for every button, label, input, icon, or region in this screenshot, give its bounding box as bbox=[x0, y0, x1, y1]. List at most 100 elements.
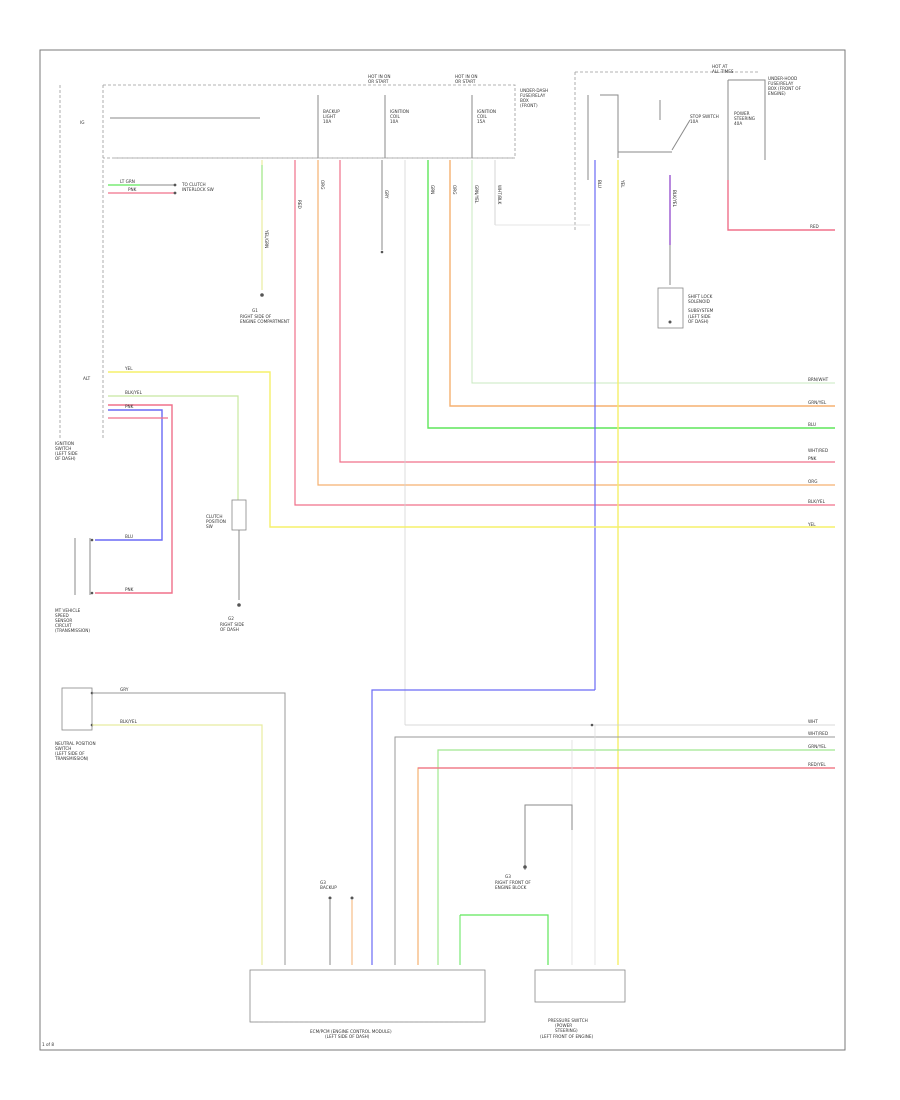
right-label-2: GRN/YEL bbox=[808, 400, 827, 405]
label-pnk-left: PNK bbox=[125, 404, 134, 409]
svg-text:SOLENOID: SOLENOID bbox=[688, 299, 710, 304]
wire-blue-left bbox=[95, 409, 163, 541]
svg-text:G1: G1 bbox=[252, 308, 258, 313]
label-yel-left: YEL bbox=[124, 366, 133, 371]
fuse-power-steering: POWER STEERING 40A bbox=[727, 80, 755, 180]
fuse-box-outline bbox=[103, 84, 516, 159]
wire-lightgreen-ecm bbox=[437, 749, 835, 965]
svg-text:INTERLOCK SW: INTERLOCK SW bbox=[182, 187, 214, 192]
svg-text:UNDER-DASH: UNDER-DASH bbox=[520, 88, 548, 93]
label-blu-left2: BLU bbox=[125, 534, 133, 539]
svg-text:ENGINE COMPARTMENT: ENGINE COMPARTMENT bbox=[240, 319, 290, 324]
relay-outline-right bbox=[728, 79, 766, 160]
svg-text:RIGHT SIDE: RIGHT SIDE bbox=[220, 622, 245, 627]
svg-text:G2: G2 bbox=[228, 616, 234, 621]
relay-box-name: UNDER-HOOD FUSE/RELAY BOX (FRONT OF ENGI… bbox=[768, 76, 802, 96]
svg-text:10A: 10A bbox=[390, 119, 398, 124]
svg-text:15A: 15A bbox=[477, 119, 485, 124]
top-hot-label-3b: ALL TIMES bbox=[712, 69, 734, 74]
right-label-8: WHT bbox=[808, 719, 818, 724]
svg-text:TRANSMISSION): TRANSMISSION) bbox=[54, 756, 89, 761]
right-label-3: BLU bbox=[808, 422, 816, 427]
wire-pink-2 bbox=[339, 160, 835, 463]
wire-orange-ecm bbox=[417, 767, 835, 965]
wire-pink-left bbox=[95, 404, 173, 594]
svg-text:40A: 40A bbox=[734, 121, 742, 126]
svg-text:STEERING: STEERING bbox=[734, 116, 755, 121]
svg-text:(LEFT SIDE OF: (LEFT SIDE OF bbox=[55, 751, 85, 756]
vehicle-speed-sensor-2: NEUTRAL POSITION SWITCH (LEFT SIDE OF TR… bbox=[54, 687, 96, 761]
right-label-4b: PNK bbox=[808, 456, 817, 461]
svg-text:SENSOR: SENSOR bbox=[55, 618, 72, 623]
vlabel-1: YEL/GRN bbox=[264, 229, 269, 248]
svg-text:ALT: ALT bbox=[83, 376, 91, 381]
label-pnk-left2: PNK bbox=[125, 587, 134, 592]
right-top-label: RED bbox=[810, 224, 819, 229]
svg-text:FUSE/RELAY: FUSE/RELAY bbox=[768, 81, 794, 86]
svg-text:G3: G3 bbox=[320, 880, 326, 885]
vlabel-6: ORG bbox=[452, 185, 457, 194]
svg-text:(LEFT FRONT OF ENGINE): (LEFT FRONT OF ENGINE) bbox=[540, 1034, 594, 1039]
wire-orange-2 bbox=[449, 160, 835, 407]
ground-g1-label: G1 RIGHT SIDE OF ENGINE COMPARTMENT bbox=[240, 308, 290, 324]
right-label-7: YEL bbox=[807, 522, 816, 527]
diagram-frame bbox=[39, 49, 846, 1051]
right-label-10: GRN/YEL bbox=[808, 744, 827, 749]
wire-pink-red bbox=[294, 160, 835, 506]
vlabel-7: GRN/YEL bbox=[474, 185, 479, 204]
top-hot-label-3: HOT AT bbox=[712, 64, 728, 69]
svg-text:LIGHT: LIGHT bbox=[323, 114, 336, 119]
svg-text:(TRANSMISSION): (TRANSMISSION) bbox=[55, 628, 90, 633]
page-number: 1 of 8 bbox=[42, 1042, 54, 1047]
vlabel-5: GRN bbox=[430, 185, 435, 194]
right-label-11: RED/YEL bbox=[808, 762, 826, 767]
top-hot-label-2: HOT IN ON bbox=[455, 74, 477, 79]
svg-text:(LEFT SIDE OF DASH): (LEFT SIDE OF DASH) bbox=[325, 1034, 370, 1039]
clutch-position-switch: CLUTCH POSITION SW G2 RIGHT SIDE OF DASH bbox=[206, 499, 247, 632]
svg-text:LT GRN: LT GRN bbox=[120, 179, 135, 184]
fuse-box-name: UNDER-DASH FUSE/RELAY BOX (FRONT) bbox=[520, 88, 548, 108]
wire-lightgreen-2 bbox=[108, 395, 239, 500]
wire-green-1 bbox=[427, 160, 835, 429]
svg-text:STOP SWITCH: STOP SWITCH bbox=[690, 114, 719, 119]
svg-text:ENGINE BLOCK: ENGINE BLOCK bbox=[495, 885, 527, 890]
right-label-1: BRN/WHT bbox=[808, 377, 829, 382]
svg-text:SW: SW bbox=[206, 524, 213, 529]
svg-text:PRESSURE SWITCH: PRESSURE SWITCH bbox=[548, 1018, 588, 1023]
wire-orange-1 bbox=[317, 160, 835, 486]
fuse-ignition-coil-1: IGNITION COIL 10A bbox=[384, 95, 409, 158]
fuse-ignition-coil-2: IGNITION COIL 15A bbox=[471, 95, 496, 158]
svg-text:10A: 10A bbox=[323, 119, 331, 124]
vlabel-3: ORG bbox=[320, 180, 325, 189]
wire-red-right-top bbox=[727, 180, 835, 231]
svg-text:MT VEHICLE: MT VEHICLE bbox=[55, 608, 81, 613]
svg-text:SWITCH: SWITCH bbox=[55, 446, 71, 451]
svg-text:(FRONT): (FRONT) bbox=[520, 103, 538, 108]
svg-text:IGNITION: IGNITION bbox=[477, 109, 496, 114]
svg-text:FUSE/RELAY: FUSE/RELAY bbox=[520, 93, 546, 98]
stop-switch: STOP SWITCH 10A bbox=[587, 94, 719, 180]
svg-text:TO CLUTCH: TO CLUTCH bbox=[181, 182, 206, 187]
right-label-5: ORG bbox=[808, 479, 817, 484]
svg-text:OF DASH): OF DASH) bbox=[688, 319, 709, 324]
svg-text:ENGINE): ENGINE) bbox=[768, 91, 786, 96]
svg-text:BOX (FRONT OF: BOX (FRONT OF bbox=[768, 86, 802, 91]
ecm-connector: ECM/PCM (ENGINE CONTROL MODULE) (LEFT SI… bbox=[249, 969, 486, 1039]
svg-text:SUBSYSTEM: SUBSYSTEM bbox=[688, 308, 714, 313]
svg-text:10A: 10A bbox=[690, 119, 698, 124]
svg-text:NEUTRAL POSITION: NEUTRAL POSITION bbox=[55, 741, 96, 746]
wire-blue-ecm bbox=[371, 689, 595, 965]
svg-text:(POWER: (POWER bbox=[555, 1023, 572, 1028]
svg-text:BACKUP: BACKUP bbox=[320, 885, 337, 890]
svg-text:IGNITION: IGNITION bbox=[390, 109, 409, 114]
top-hot-label-1b: OR START bbox=[368, 79, 389, 84]
vlabel-yel: YEL bbox=[620, 179, 625, 188]
label-wht-1: GRY bbox=[120, 687, 129, 692]
ignition-switch-labels: ALT IGNITION SWITCH (LEFT SIDE OF DASH) bbox=[55, 376, 91, 461]
ground-g3: G3 RIGHT FRONT OF ENGINE BLOCK bbox=[495, 804, 573, 890]
right-label-9: WHT/RED bbox=[808, 731, 828, 736]
svg-text:(LEFT SIDE: (LEFT SIDE bbox=[688, 314, 711, 319]
wire-yellow-ecm bbox=[92, 724, 263, 965]
wire-gray-ecm2 bbox=[394, 736, 835, 965]
svg-text:STEERING): STEERING) bbox=[555, 1028, 578, 1033]
